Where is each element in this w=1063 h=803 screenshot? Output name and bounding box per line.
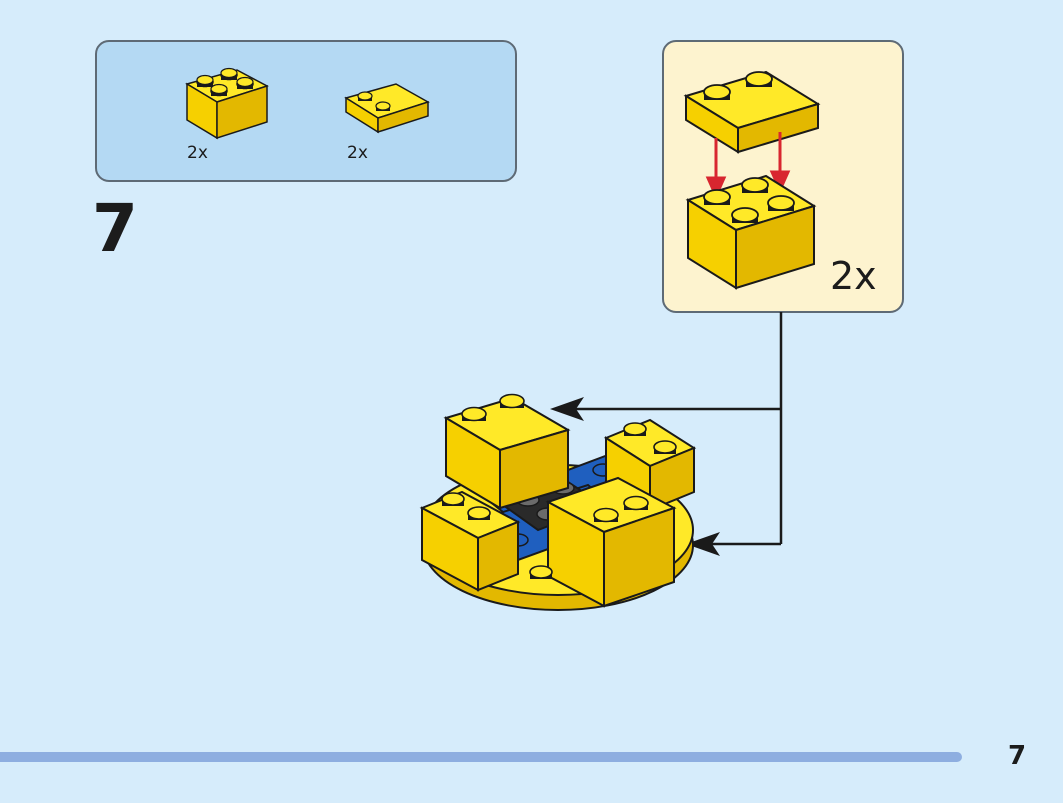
model-assembly-illustration: [419, 393, 697, 611]
parts-list-box: [95, 40, 517, 182]
callout-connector: [550, 312, 783, 556]
progress-bar: [0, 752, 962, 762]
step-number: 7: [92, 190, 138, 267]
part-quantity: 2x: [187, 143, 208, 163]
yellow-plate-2x2-icon: [344, 83, 430, 134]
placement-arrow: [550, 397, 584, 421]
brick-stacking-icon: [683, 70, 821, 290]
sub-assembly-quantity: 2x: [830, 254, 877, 298]
page-number: 7: [1008, 741, 1027, 771]
part-quantity: 2x: [347, 143, 368, 163]
yellow-brick-2x2-icon: [185, 67, 269, 140]
placement-arrow: [686, 532, 720, 556]
